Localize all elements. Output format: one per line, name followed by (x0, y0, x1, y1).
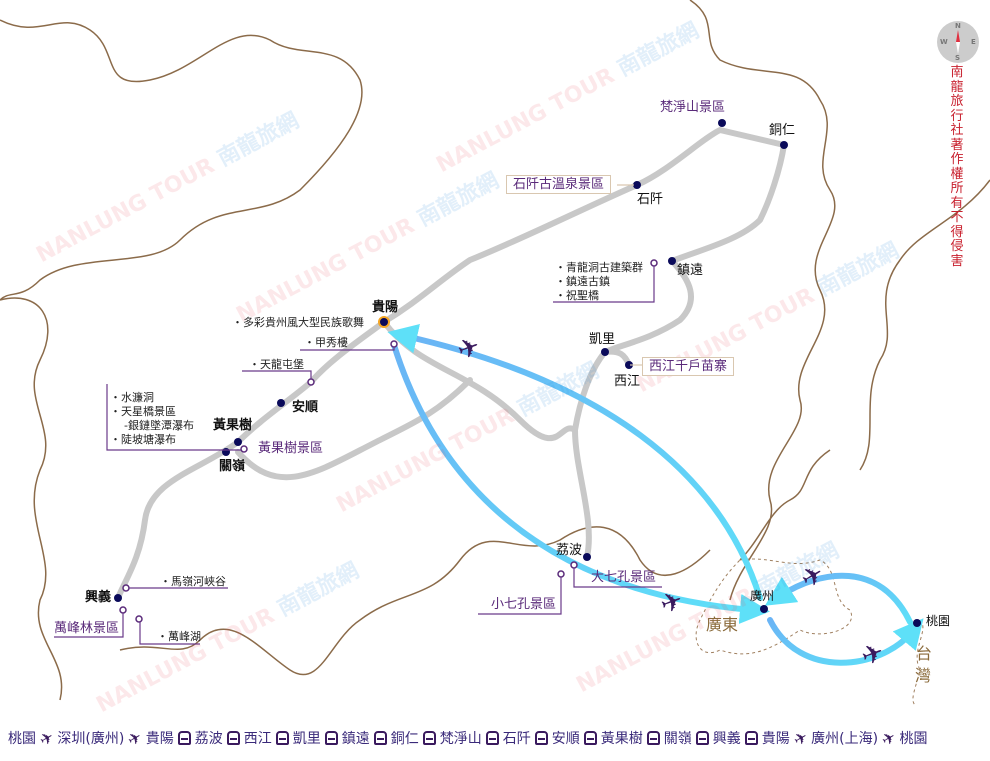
road-zhenyuan-libo (572, 258, 694, 560)
city-shiqian: 石阡 (637, 192, 664, 207)
province-borders-dashed (695, 558, 924, 706)
itinerary-stop: 關嶺 (663, 731, 692, 747)
itinerary-stop: 石阡 (502, 731, 531, 747)
attraction-tianlong: ・天龍屯堡 (249, 358, 304, 371)
guiyang-marker (378, 316, 390, 328)
bus-icon (226, 731, 240, 745)
bus-icon (275, 731, 289, 745)
attraction-huangguoshu-item: -銀鏈墜潭瀑布 (124, 419, 194, 432)
attraction-huangguoshu-item: ・陡坡塘瀑布 (110, 433, 176, 446)
bus-icon (534, 731, 548, 745)
itinerary-stop: 荔波 (194, 731, 223, 747)
city-xijiang: 西江 (614, 374, 641, 389)
bus-icon (373, 731, 387, 745)
road-loop (235, 377, 473, 481)
city-markers (114, 119, 921, 627)
city-kaili: 凱里 (589, 332, 616, 347)
city-tongren: 銅仁 (769, 123, 796, 138)
itinerary-stop: 凱里 (292, 731, 321, 747)
plane-icon: ✈ (124, 726, 146, 750)
copyright-notice: 南龍旅行社 著作權所有 不得侵害 (950, 65, 964, 269)
flight-guangzhou-guiyang (387, 324, 763, 601)
bus-icon (646, 731, 660, 745)
city-guiyang: 貴陽 (372, 300, 399, 315)
itinerary-stop: 深圳(廣州) (57, 731, 125, 747)
bus-icon (324, 731, 338, 745)
scenic-xiaoqikong: 小七孔景區 (491, 597, 557, 612)
flight-guiyang-guangzhou (391, 342, 770, 624)
province-borders (0, 0, 990, 701)
attraction-huangguoshu-item: ・水濂洞 (110, 391, 154, 404)
itinerary-stop: 銅仁 (390, 731, 419, 747)
itinerary-stop: 貴陽 (761, 731, 790, 747)
attraction-zhenyuan-item: ・青龍洞古建築群 (555, 261, 643, 274)
scenic-fanjingshan: 梵淨山景區 (660, 100, 726, 115)
attraction-wanfenghu: ・萬峰湖 (157, 630, 201, 643)
itinerary-stop: 桃園 (8, 731, 36, 747)
flight-taoyuan-guangzhou (764, 572, 913, 625)
leader-lines (54, 184, 662, 645)
city-huangguoshu: 黃果樹 (213, 418, 253, 433)
flight-routes (387, 324, 924, 666)
itinerary-stop: 黃果樹 (600, 731, 643, 747)
scenic-wanfenglin: 萬峰林景區 (54, 621, 120, 636)
bus-icon (744, 731, 758, 745)
flight-guangzhou-taoyuan (767, 617, 924, 666)
scenic-huangguoshu: 黃果樹景區 (258, 441, 324, 456)
scenic-xijiang-miao: 西江千戶苗寨 (642, 357, 735, 376)
attraction-huangguoshu-item: ・天星橋景區 (110, 405, 176, 418)
scenic-shiqian-hot-spring: 石阡古溫泉景區 (506, 175, 612, 194)
attraction-jiaxiu: ・甲秀樓 (304, 336, 348, 349)
itinerary-stop: 桃園 (899, 731, 928, 747)
city-anshun: 安順 (292, 400, 319, 415)
attraction-zhenyuan-item: ・鎮遠古鎮 (555, 275, 610, 288)
itinerary-stop: 鎮遠 (341, 731, 370, 747)
bus-icon (177, 731, 191, 745)
road-guiyang-tongren (381, 127, 787, 325)
bus-icon (485, 731, 499, 745)
region-taiwan: 台 (916, 644, 933, 663)
attraction-guiyang-show: ・多彩貴州風大型民族歌舞 (232, 316, 364, 329)
plane-icon: ✈ (36, 726, 58, 750)
city-guanling: 關嶺 (219, 459, 246, 474)
scenic-daqikong: 大七孔景區 (591, 570, 657, 585)
region-guangdong: 廣東 (706, 615, 739, 634)
bus-icon (583, 731, 597, 745)
region-taiwan: 灣 (915, 666, 932, 685)
city-xingyi: 興義 (85, 590, 112, 605)
bus-icon (422, 731, 436, 745)
plane-icon: ✈ (878, 726, 900, 750)
itinerary-stop: 梵淨山 (439, 731, 482, 747)
bus-icon (695, 731, 709, 745)
attraction-malinghe: ・馬嶺河峽谷 (160, 575, 226, 588)
itinerary-stop: 廣州(上海) (811, 731, 879, 747)
itinerary-stop: 西江 (243, 731, 272, 747)
itinerary-stop: 貴陽 (145, 731, 174, 747)
city-taoyuan: 桃園 (926, 614, 951, 628)
itinerary-stop: 安順 (551, 731, 580, 747)
city-libo: 荔波 (556, 543, 583, 558)
plane-icon: ✈ (789, 726, 812, 750)
city-zhenyuan: 鎮遠 (677, 263, 704, 278)
attraction-zhenyuan-item: ・祝聖橋 (555, 289, 599, 302)
itinerary-bar: 桃園✈深圳(廣州)✈貴陽荔波西江凱里鎮遠銅仁梵淨山石阡安順黃果樹關嶺興義貴陽✈廣… (8, 726, 928, 750)
city-guangzhou: 廣州 (750, 589, 775, 603)
itinerary-stop: 興義 (712, 731, 741, 747)
